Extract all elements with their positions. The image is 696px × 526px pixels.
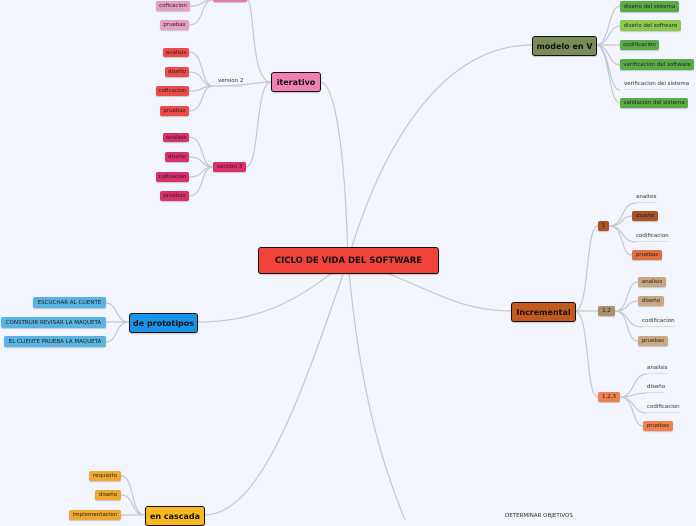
v1-item[interactable]: pruebas <box>160 20 189 30</box>
v3-item[interactable]: diseño <box>165 152 189 162</box>
version-2-node[interactable]: version 2 <box>218 78 244 87</box>
prototipos-node[interactable]: de prototipos <box>129 313 198 333</box>
g3-item[interactable]: diseño <box>647 384 666 393</box>
g3-item[interactable]: codificacion <box>647 404 680 413</box>
g1-item[interactable]: codificacion <box>636 233 669 242</box>
g1-item[interactable]: diseño <box>632 211 658 221</box>
modelo-v-item[interactable]: diseño del sistema <box>620 1 679 12</box>
iterativo-node[interactable]: iterativo <box>271 72 321 92</box>
v2-item[interactable]: análisis <box>163 48 189 57</box>
espiral-item[interactable]: DETERMINAR OBJETIVOS <box>505 513 573 519</box>
g2-item[interactable]: analisis <box>638 277 666 287</box>
cascada-item[interactable]: diseño <box>95 490 121 500</box>
v1-item[interactable]: coficacion <box>156 1 190 11</box>
v3-item[interactable]: pruebas <box>160 191 189 201</box>
g2-item[interactable]: codificacion <box>642 318 675 327</box>
cascada-item[interactable]: requisito <box>89 471 121 481</box>
g3-item[interactable]: analisis <box>647 365 668 374</box>
modelo-v-node[interactable]: modelo en V <box>532 36 597 56</box>
v3-item[interactable]: análisis <box>163 133 189 142</box>
version-1-node[interactable] <box>213 0 247 2</box>
increment-1-node[interactable]: 1 <box>598 221 609 231</box>
v3-item[interactable]: coficacion <box>156 172 189 182</box>
g2-item[interactable]: diseño <box>638 296 664 306</box>
g3-item[interactable]: pruebas <box>643 421 673 431</box>
modelo-v-item[interactable]: verificacion del software <box>620 59 694 70</box>
v2-item[interactable]: pruebas <box>160 106 189 116</box>
v2-item[interactable]: diseño <box>165 67 189 77</box>
prototipos-item[interactable]: CONSTRUIR REVISAR LA MAQUETA <box>1 317 106 328</box>
v2-item[interactable]: coficacion <box>156 86 189 96</box>
increment-1-2-3-node[interactable]: 1,2,3 <box>598 392 620 402</box>
cascada-item[interactable]: implementacion <box>69 510 121 520</box>
cascada-node[interactable]: en cascada <box>145 506 205 526</box>
modelo-v-item[interactable]: validación del sistema <box>620 98 688 108</box>
prototipos-item[interactable]: ESCUCHAR AL CLIENTE <box>33 297 106 308</box>
prototipos-item[interactable]: EL CLIENTE PRUEBA LA MAQUETA <box>4 336 106 347</box>
root-node[interactable]: CICLO DE VIDA DEL SOFTWARE <box>258 247 439 274</box>
modelo-v-item[interactable]: codificación <box>620 40 659 50</box>
g1-item[interactable]: analisis <box>636 194 657 203</box>
g1-item[interactable]: pruebas <box>632 250 662 260</box>
version-3-node[interactable]: versión 3 <box>213 162 246 172</box>
incremental-node[interactable]: Incremental <box>511 302 576 322</box>
modelo-v-item[interactable]: diseño del software <box>620 20 681 31</box>
g2-item[interactable]: pruebas <box>638 336 668 346</box>
modelo-v-item[interactable]: verificacion del sistema <box>624 81 690 90</box>
increment-1-2-node[interactable]: 1,2 <box>598 306 615 316</box>
